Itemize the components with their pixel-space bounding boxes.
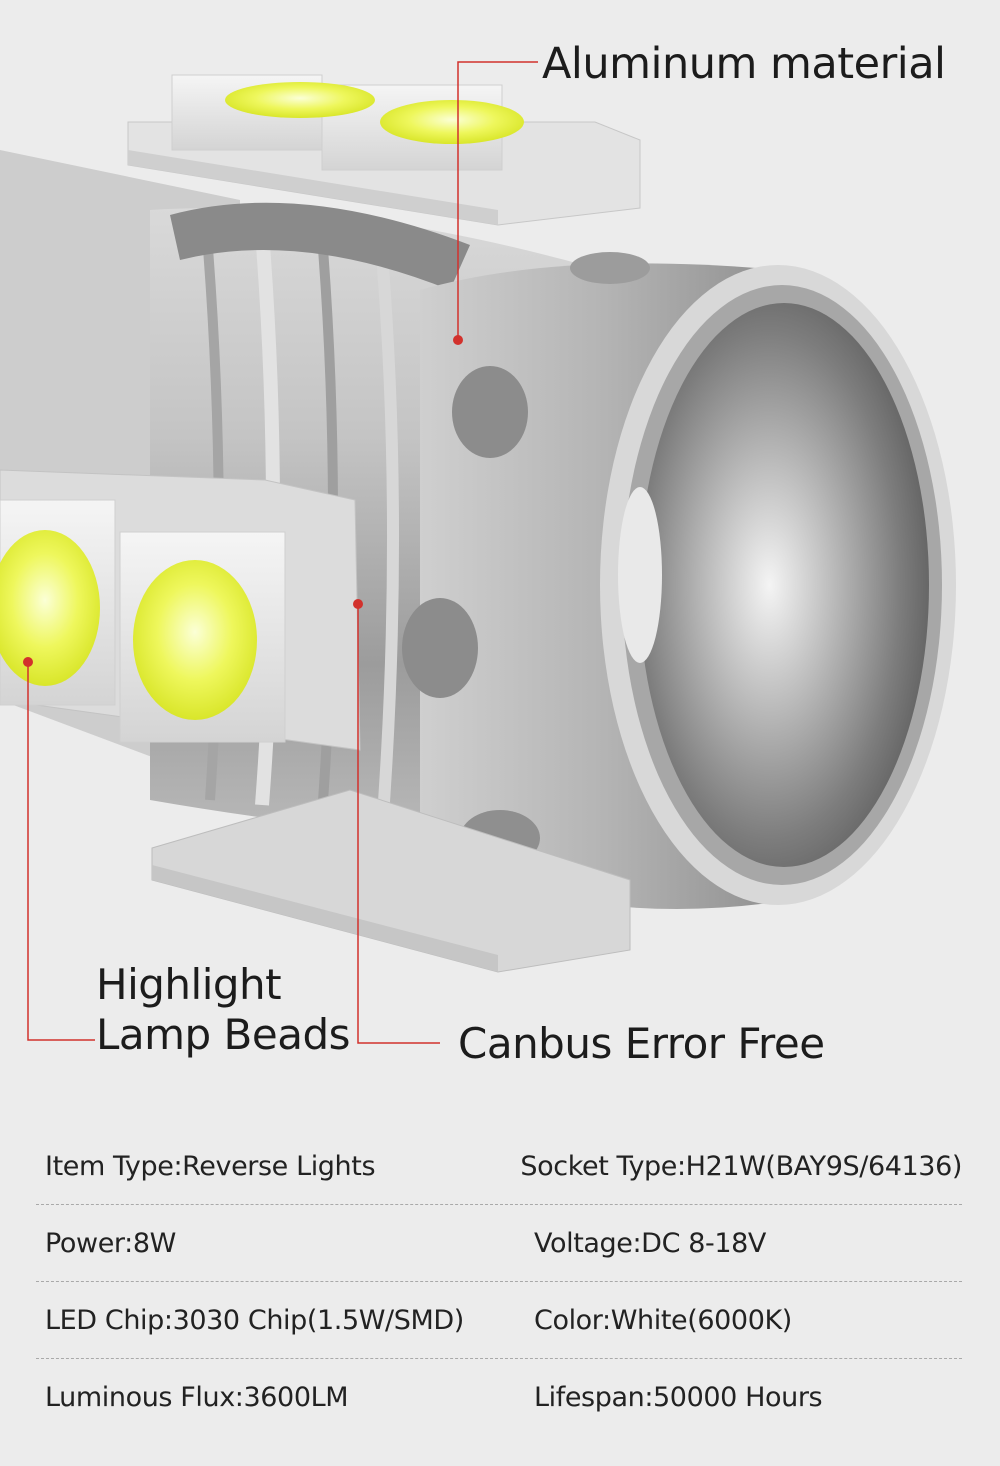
spec-led-chip: LED Chip:3030 Chip(1.5W/SMD): [45, 1304, 464, 1336]
leader-dot: [23, 657, 33, 667]
spec-luminous-flux: Luminous Flux:3600LM: [45, 1381, 349, 1413]
callout-lamp-beads-line1: Highlight: [96, 960, 282, 1009]
vent-hole: [402, 598, 478, 698]
leader-line-beads: [27, 662, 95, 1041]
leader-dot: [453, 335, 463, 345]
bottom-pcb-front: [152, 865, 498, 972]
spec-table: Item Type:Reverse Lights Socket Type:H21…: [36, 1128, 962, 1435]
spec-socket-type: Socket Type:H21W(BAY9S/64136): [520, 1150, 962, 1182]
leader-line-canbus: [357, 604, 440, 1044]
body-cavity: [170, 202, 470, 290]
led-emitter: [133, 560, 257, 720]
spec-power: Power:8W: [45, 1227, 176, 1259]
callout-lamp-beads-line2: Lamp Beads: [96, 1010, 351, 1059]
spec-voltage: Voltage:DC 8-18V: [534, 1227, 766, 1259]
reflector-cup: [639, 303, 929, 867]
spec-row: Luminous Flux:3600LM Lifespan:50000 Hour…: [36, 1359, 962, 1435]
led-bulb-illustration: [0, 61, 956, 1044]
top-pcb-front: [128, 150, 498, 225]
led-emitter: [0, 530, 100, 686]
spec-row: Item Type:Reverse Lights Socket Type:H21…: [36, 1128, 962, 1205]
leader-lines: [27, 61, 538, 1044]
vent-hole: [452, 366, 528, 458]
led-emitter: [225, 82, 375, 118]
callout-aluminum-material: Aluminum material: [542, 39, 946, 89]
callout-canbus-error-free: Canbus Error Free: [458, 1019, 825, 1068]
spec-row: LED Chip:3030 Chip(1.5W/SMD) Color:White…: [36, 1282, 962, 1359]
callout-lamp-beads: Highlight Lamp Beads: [96, 960, 351, 1060]
reflector-center: [618, 487, 662, 663]
vent-hole: [570, 252, 650, 284]
spec-item-type: Item Type:Reverse Lights: [45, 1150, 376, 1182]
led-emitter: [380, 100, 524, 144]
spec-color: Color:White(6000K): [534, 1304, 792, 1336]
leader-line-aluminum: [457, 61, 538, 340]
body-groove: [374, 229, 400, 831]
leader-dot: [353, 599, 363, 609]
spec-lifespan: Lifespan:50000 Hours: [534, 1381, 823, 1413]
spec-row: Power:8W Voltage:DC 8-18V: [36, 1205, 962, 1282]
